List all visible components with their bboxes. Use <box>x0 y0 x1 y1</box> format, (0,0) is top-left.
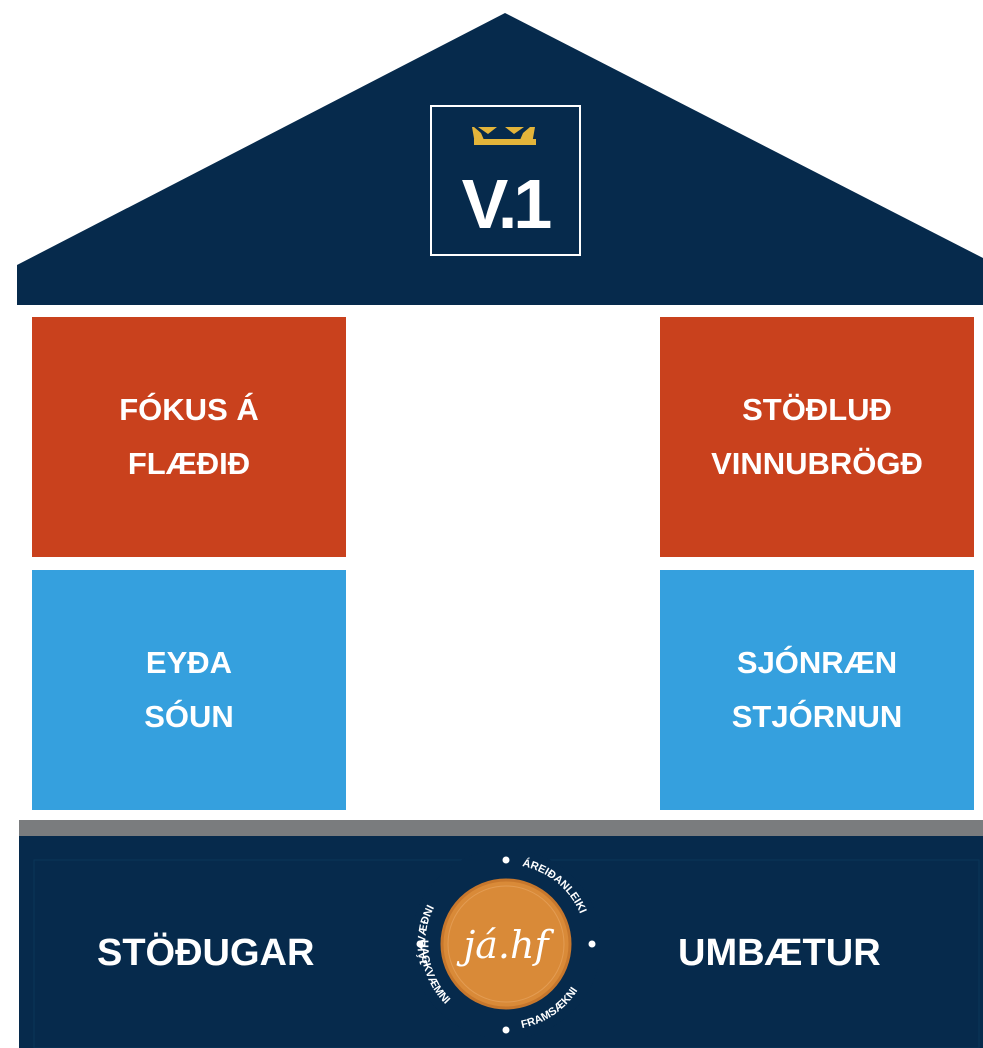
seal-dot-right <box>588 940 596 948</box>
jahf-seal: JÁKVÆÐNI ÁREIÐANLEIKI HAGKVÆMNI FRAMSÆKN… <box>411 849 601 1039</box>
seal-center-text: já.hf <box>456 923 554 967</box>
foundation-divider <box>19 820 983 836</box>
pillar-top-left <box>32 317 346 557</box>
v1-logo-text: V.1 <box>462 165 551 243</box>
pillar-bottom-left-text: EYÐA SÓUN <box>32 570 346 810</box>
seal-dot-left <box>416 940 424 948</box>
pillar-top-left-label: FÓKUS Á FLÆÐIÐ <box>119 392 259 481</box>
crown-icon <box>472 127 535 144</box>
pillar-bottom-left-label: EYÐA SÓUN <box>144 645 234 734</box>
foundation-left-label: STÖÐUGAR <box>97 932 315 974</box>
pillar-bottom-right <box>660 570 974 810</box>
foundation-right-label: UMBÆTUR <box>678 932 881 974</box>
pillar-bottom-right-label: SJÓNRÆN STJÓRNUN <box>731 645 903 734</box>
pillar-top-left-text: FÓKUS Á FLÆÐIÐ <box>32 317 346 557</box>
v1-logo: V.1 <box>430 105 581 256</box>
seal-dot-bottom <box>502 1026 510 1034</box>
seal-dot-top <box>502 856 510 864</box>
pillar-top-right-label: STÖÐLUÐ VINNUBRÖGÐ <box>711 392 923 481</box>
pillar-bottom-right-text: SJÓNRÆN STJÓRNUN <box>660 570 974 810</box>
pillar-top-right <box>660 317 974 557</box>
pillar-bottom-left <box>32 570 346 810</box>
pillar-top-right-text: STÖÐLUÐ VINNUBRÖGÐ <box>660 317 974 557</box>
